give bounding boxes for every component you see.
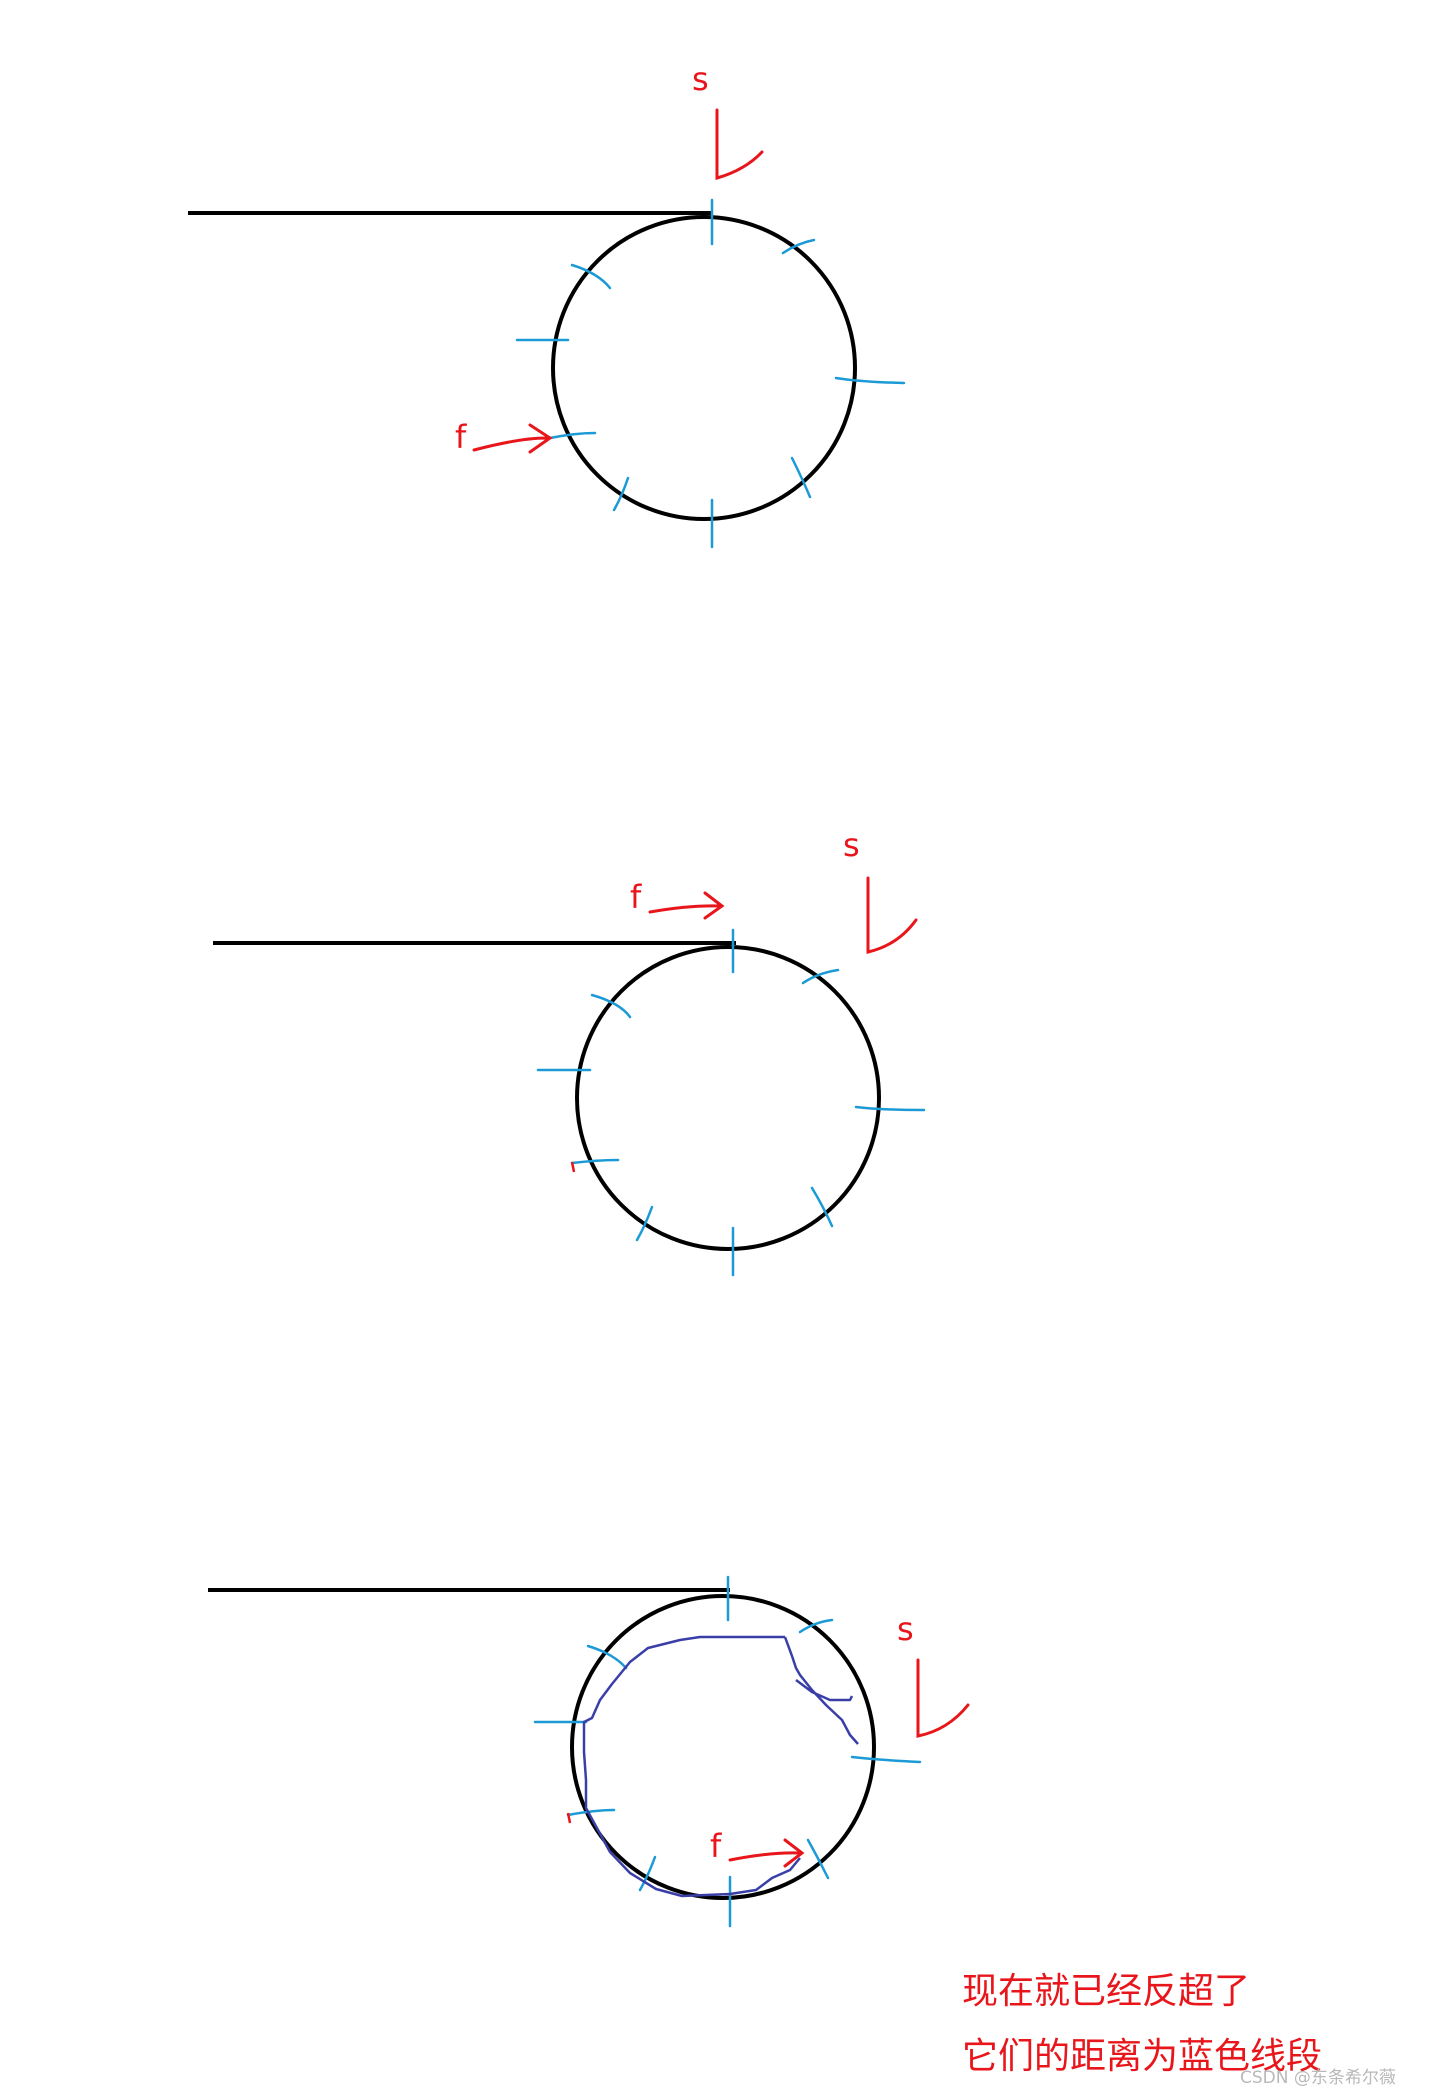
tick-upper-right bbox=[798, 1618, 834, 1634]
tick-lower-right bbox=[810, 1186, 834, 1228]
tick-lower-left bbox=[638, 1855, 657, 1892]
tick-left-lower bbox=[570, 1158, 620, 1165]
tick-upper-right bbox=[781, 238, 816, 255]
tick-lower-left bbox=[635, 1205, 654, 1242]
cycle-ticks bbox=[515, 198, 906, 549]
tick-right bbox=[854, 1105, 926, 1112]
tick-left-lower bbox=[566, 1808, 616, 1817]
tick-upper-left bbox=[590, 993, 632, 1019]
fast-pointer-label: f bbox=[455, 418, 467, 456]
caption-line-2: 它们的距离为蓝色线段 bbox=[962, 2036, 1322, 2077]
cycle-circle bbox=[575, 945, 881, 1251]
tick-lower-right bbox=[790, 456, 812, 499]
fast-pointer-arrow bbox=[472, 423, 553, 454]
tick-upper-right bbox=[801, 968, 840, 985]
tick-upper-left bbox=[586, 1644, 628, 1670]
slow-pointer-arrow bbox=[715, 108, 764, 180]
distance-segment-tail bbox=[783, 1636, 859, 1745]
tick-lower-left bbox=[612, 476, 630, 512]
fast-pointer-label: f bbox=[630, 878, 642, 916]
stray-mark bbox=[570, 1161, 576, 1173]
fast-pointer-arrow bbox=[648, 891, 725, 920]
cycle-ticks bbox=[536, 928, 926, 1277]
tick-lower-right bbox=[806, 1838, 830, 1880]
distance-segment bbox=[582, 1635, 801, 1898]
slow-pointer-label: s bbox=[843, 826, 860, 864]
watermark: CSDN @东条希尔薇 bbox=[1240, 2068, 1396, 2088]
panel-1: s f bbox=[188, 60, 906, 549]
tick-right bbox=[834, 376, 906, 385]
tick-left-lower bbox=[548, 431, 597, 440]
slow-pointer-label: s bbox=[897, 1610, 914, 1648]
cycle-circle bbox=[551, 215, 857, 521]
stray-mark bbox=[566, 1812, 572, 1824]
panel-3: s f bbox=[208, 1575, 970, 1928]
slow-pointer-arrow bbox=[916, 1658, 970, 1738]
fast-pointer-label: f bbox=[710, 1827, 722, 1865]
slow-pointer-arrow bbox=[866, 876, 918, 954]
tick-right bbox=[850, 1755, 922, 1764]
tick-upper-left bbox=[570, 263, 612, 290]
cycle-ticks bbox=[533, 1575, 922, 1928]
slow-pointer-label: s bbox=[692, 60, 709, 98]
cycle-circle bbox=[570, 1594, 876, 1900]
panel-2: s f bbox=[213, 826, 926, 1277]
caption-line-1: 现在就已经反超了 bbox=[962, 1971, 1250, 2012]
fast-pointer-arrow bbox=[728, 1838, 805, 1868]
